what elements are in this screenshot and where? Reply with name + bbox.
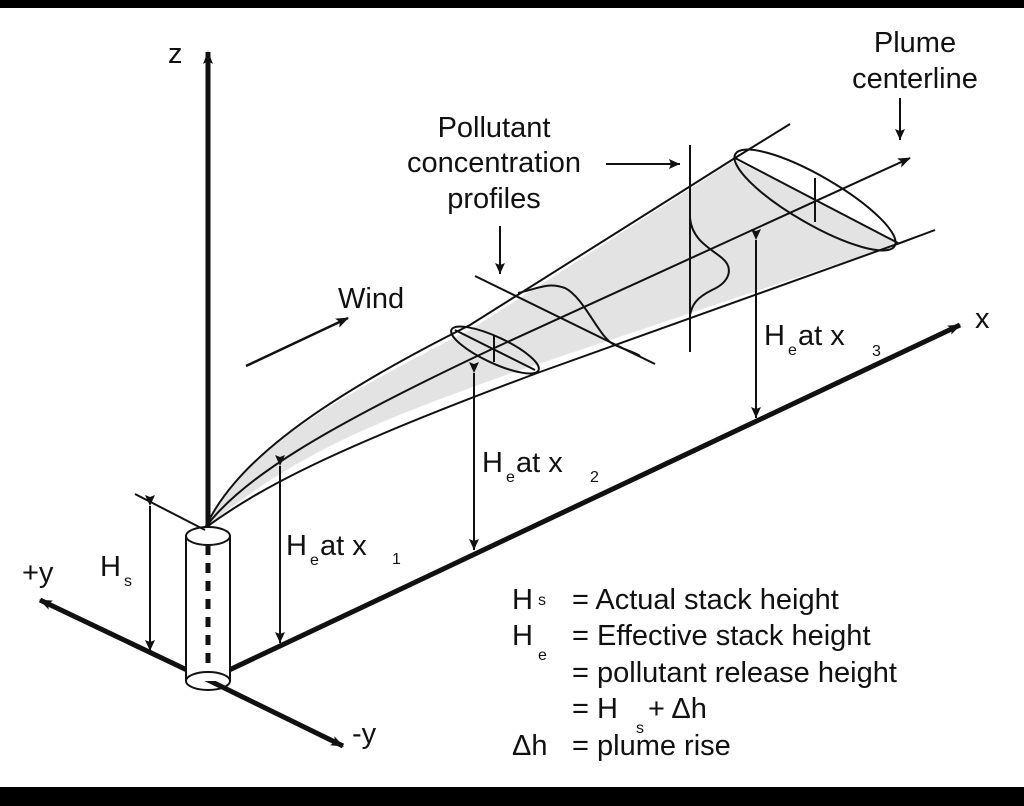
legend-text-sub: s: [636, 720, 644, 737]
profiles-label-line-3: profiles: [447, 183, 541, 215]
he-x2-rest: at x: [516, 447, 563, 479]
legend-row-hs-plus-dh: = H s + Δh: [572, 693, 707, 737]
he-x1-sub: e: [310, 552, 319, 569]
y-axis-positive: [38, 597, 210, 683]
cross-section-x2: [450, 325, 540, 375]
he-x1-rest: at x: [320, 530, 367, 562]
legend-text: = Effective stack height: [572, 620, 871, 652]
legend-row-release-height: = pollutant release height: [572, 657, 897, 689]
plume-centerline: [204, 157, 911, 529]
legend-text: = plume rise: [572, 730, 731, 762]
legend-symbol-sub: e: [538, 647, 547, 664]
plume-centerline-label: Plume centerline: [852, 27, 978, 95]
wind-label: Wind: [338, 283, 404, 315]
he-x2-label: H e at x 2: [482, 447, 599, 486]
he-x2-index: 2: [590, 469, 599, 486]
legend-row-hs: H s = Actual stack height: [512, 584, 839, 616]
z-axis-label: z: [168, 38, 183, 70]
diagram-canvas: z x +y -y Wind Pollutant concentration p…: [0, 8, 1024, 787]
legend-row-plume-rise: Δh = plume rise: [512, 730, 731, 762]
legend-text: = pollutant release height: [572, 657, 897, 689]
he-x3-main: H: [764, 320, 785, 352]
hs-label-main: H: [100, 551, 121, 583]
he-x1-index: 1: [392, 551, 401, 568]
hs-guide-line: [134, 493, 206, 531]
pollutant-profiles-label: Pollutant concentration profiles: [407, 112, 581, 215]
legend-text-tail: + Δh: [648, 693, 707, 725]
profiles-label-line-2: concentration: [407, 147, 581, 179]
plume-body: [205, 160, 900, 528]
legend-symbol: H: [512, 584, 533, 616]
cross-section-x3: [733, 148, 899, 252]
hs-label: H s: [100, 551, 132, 590]
centerline-label-line-1: Plume: [874, 27, 956, 59]
legend-symbol: H: [512, 620, 533, 652]
he-x2-main: H: [482, 447, 503, 479]
he-x1-label: H e at x 1: [286, 530, 401, 569]
legend: H s = Actual stack height H e = Effectiv…: [512, 584, 897, 762]
plume-upper-edge: [204, 123, 791, 529]
stack: [185, 526, 231, 691]
legend-text: = H: [572, 693, 618, 725]
wind-arrow: [245, 316, 349, 368]
plus-y-axis-label: +y: [22, 557, 54, 589]
minus-y-axis-label: -y: [352, 718, 377, 750]
he-x3-rest: at x: [798, 320, 845, 352]
legend-symbol: Δh: [512, 730, 548, 762]
centerline-label-line-2: centerline: [852, 63, 978, 95]
he-x2-sub: e: [506, 469, 515, 486]
legend-row-he: H e = Effective stack height: [512, 620, 871, 664]
he-x3-index: 3: [872, 343, 881, 360]
concentration-profile-2: [689, 145, 730, 352]
x-axis: [206, 322, 962, 683]
he-x3-label: H e at x 3: [764, 320, 881, 360]
plume-lower-edge: [204, 229, 936, 529]
x-axis-label: x: [975, 303, 990, 335]
he-x3-sub: e: [788, 342, 797, 359]
he-x1-main: H: [286, 530, 307, 562]
concentration-profile-1: [474, 275, 656, 365]
y-axis-negative: [206, 677, 345, 749]
legend-symbol-sub: s: [538, 592, 546, 609]
plume-diagram: z x +y -y Wind Pollutant concentration p…: [22, 27, 990, 762]
hs-label-sub: s: [124, 573, 132, 590]
legend-text: = Actual stack height: [572, 584, 839, 616]
profiles-label-line-1: Pollutant: [438, 112, 551, 144]
